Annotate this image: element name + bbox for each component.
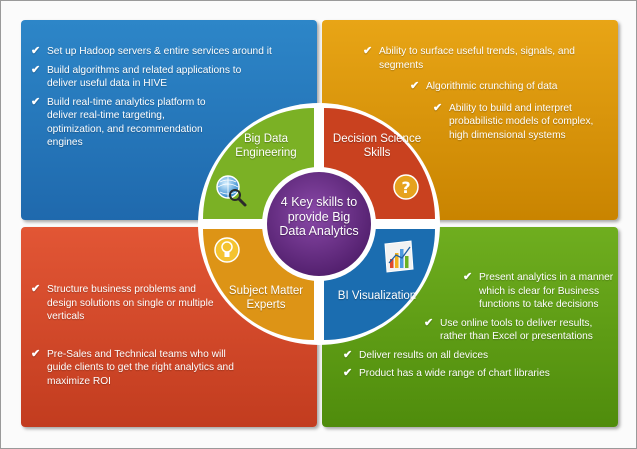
check-icon: ✔ bbox=[343, 348, 353, 361]
globe-magnifier-icon bbox=[216, 175, 247, 207]
bi-visualization-bullets: ✔Present analytics in a manner which is … bbox=[343, 271, 613, 381]
lightbulb-icon bbox=[214, 237, 240, 263]
check-icon: ✔ bbox=[433, 101, 443, 114]
bar-chart-icon bbox=[384, 240, 414, 273]
bullet-item: ✔Algorithmic crunching of data bbox=[410, 80, 558, 92]
check-icon: ✔ bbox=[31, 95, 41, 108]
check-icon: ✔ bbox=[31, 347, 41, 360]
bullet-item: ✔Ability to surface useful trends, signa… bbox=[363, 45, 575, 71]
question-mark-icon: ? bbox=[393, 174, 419, 200]
bullet-item: ✔Deliver results on all devices bbox=[343, 348, 489, 361]
check-icon: ✔ bbox=[463, 271, 473, 283]
center-circle bbox=[267, 172, 371, 276]
big-data-engineering-bullets: ✔Set up Hadoop servers & entire services… bbox=[31, 45, 296, 150]
bullet-item: ✔Build algorithms and related applicatio… bbox=[31, 63, 242, 90]
bullet-item: ✔Use online tools to deliver results, ra… bbox=[424, 316, 593, 343]
check-icon: ✔ bbox=[424, 316, 434, 329]
bullet-item: ✔Set up Hadoop servers & entire services… bbox=[31, 45, 272, 57]
segment-label-big-data-engineering: Big Data Engineering bbox=[235, 133, 297, 159]
segment-label-subject-matter: Subject Matter Experts bbox=[228, 285, 304, 311]
check-icon: ✔ bbox=[31, 283, 41, 295]
center-title: 4 Key skills to provide Big Data Analyti… bbox=[279, 195, 359, 238]
subject-matter-bullets: ✔Structure business problems and design … bbox=[31, 283, 234, 388]
bullet-item: ✔Present analytics in a manner which is … bbox=[463, 271, 614, 310]
check-icon: ✔ bbox=[410, 80, 420, 92]
bullet-item: ✔Build real-time analytics platform to d… bbox=[31, 95, 206, 149]
segment-label-bi-visualization: BI Visualization bbox=[337, 290, 417, 302]
check-icon: ✔ bbox=[31, 63, 41, 76]
check-icon: ✔ bbox=[31, 45, 41, 57]
segment-label-decision-science: Decision Science Skills bbox=[332, 133, 422, 159]
bullet-item: ✔Ability to build and interpret probabil… bbox=[433, 101, 594, 141]
bullet-item: ✔Pre-Sales and Technical teams who will … bbox=[31, 347, 234, 387]
check-icon: ✔ bbox=[343, 367, 353, 379]
check-icon: ✔ bbox=[363, 45, 373, 57]
decision-science-bullets: ✔Ability to surface useful trends, signa… bbox=[363, 45, 603, 142]
bullet-item: ✔Structure business problems and design … bbox=[31, 283, 214, 322]
bullet-item: ✔Product has a wide range of chart libra… bbox=[343, 367, 550, 379]
svg-text:?: ? bbox=[401, 178, 410, 197]
